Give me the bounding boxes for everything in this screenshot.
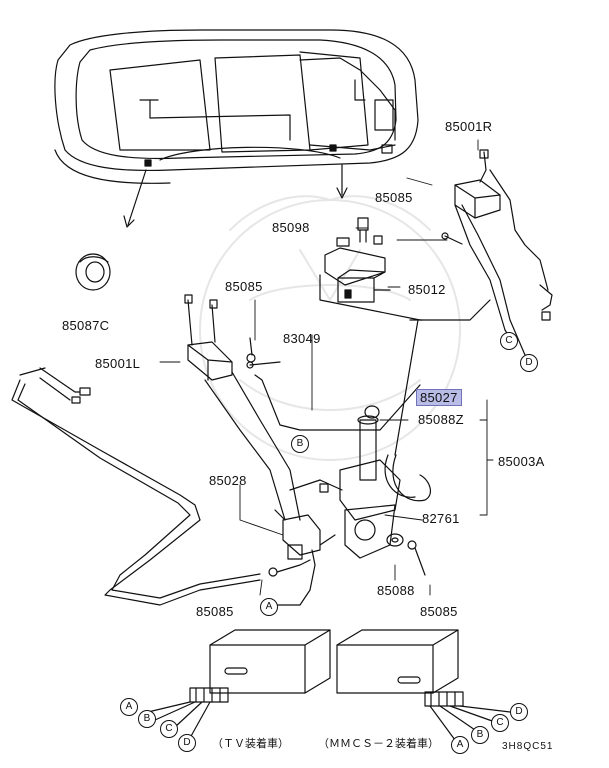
screw-85085-bottom-left <box>268 559 311 577</box>
label-85098: 85098 <box>272 220 310 235</box>
screw-85085-mid <box>246 337 256 363</box>
grommet-85087c <box>75 253 111 291</box>
label-85027: 85027 <box>416 389 462 406</box>
leader-lines <box>159 139 494 596</box>
cable-to-a <box>277 549 316 606</box>
label-85088: 85088 <box>377 583 415 598</box>
caption-tv-equipped: （ＴＶ装着車） <box>212 738 289 750</box>
amplifier-85001r <box>454 149 553 331</box>
label-85087c: 85087C <box>62 318 110 333</box>
nut-85088 <box>386 533 404 547</box>
connector-marker-c: C <box>500 332 518 350</box>
screw-85085-bottom-right <box>407 540 426 576</box>
label-82761: 82761 <box>422 511 460 526</box>
label-85001l: 85001L <box>95 356 141 371</box>
label-85088z: 85088Z <box>418 412 464 427</box>
caption-mmcs-equipped: （ＭＭＣＳ－２装着車） <box>318 738 439 750</box>
tv-connector-d: D <box>178 734 196 752</box>
connector-marker-d: D <box>520 354 538 372</box>
pointer-arrows <box>123 164 348 228</box>
label-83049: 83049 <box>283 331 321 346</box>
label-85001r: 85001R <box>445 119 493 134</box>
amplifier-85001l <box>184 294 301 521</box>
connector-marker-b: B <box>291 435 309 453</box>
label-85003a: 85003A <box>498 454 545 469</box>
connector-marker-a: A <box>260 598 278 616</box>
antenna-assembly-85003a <box>289 405 401 559</box>
tv-unit-box <box>209 629 331 694</box>
watermark-emblem <box>199 195 461 461</box>
connector-85098 <box>336 217 383 247</box>
mmcs-connector-a: A <box>451 736 469 754</box>
module-85028 <box>274 509 336 560</box>
module-85012 <box>319 247 491 321</box>
cable-83049 <box>254 374 421 431</box>
label-85028: 85028 <box>209 473 247 488</box>
diagram-code: 3H8QC51 <box>502 741 554 752</box>
label-85085-bottom-left: 85085 <box>196 604 234 619</box>
tv-connector-b: B <box>138 710 156 728</box>
mmcs-connector-c: C <box>491 714 509 732</box>
tv-connector-a: A <box>120 698 138 716</box>
screw-85085-top <box>441 232 463 245</box>
label-85085-bottom-right: 85085 <box>420 604 458 619</box>
tv-harness-connectors <box>147 687 229 739</box>
label-85085-mid: 85085 <box>225 279 263 294</box>
car-wiring <box>139 57 396 167</box>
label-85012: 85012 <box>408 282 446 297</box>
mmcs-harness-connectors <box>424 691 511 741</box>
car-body-outline <box>54 29 419 184</box>
mmcs-unit-box <box>336 629 459 694</box>
tv-connector-c: C <box>160 720 178 738</box>
antenna-feeder-cable <box>11 367 261 606</box>
label-85085-top: 85085 <box>375 190 413 205</box>
mmcs-connector-d: D <box>510 703 528 721</box>
mmcs-connector-b: B <box>471 726 489 744</box>
antenna-85027 <box>384 319 432 502</box>
